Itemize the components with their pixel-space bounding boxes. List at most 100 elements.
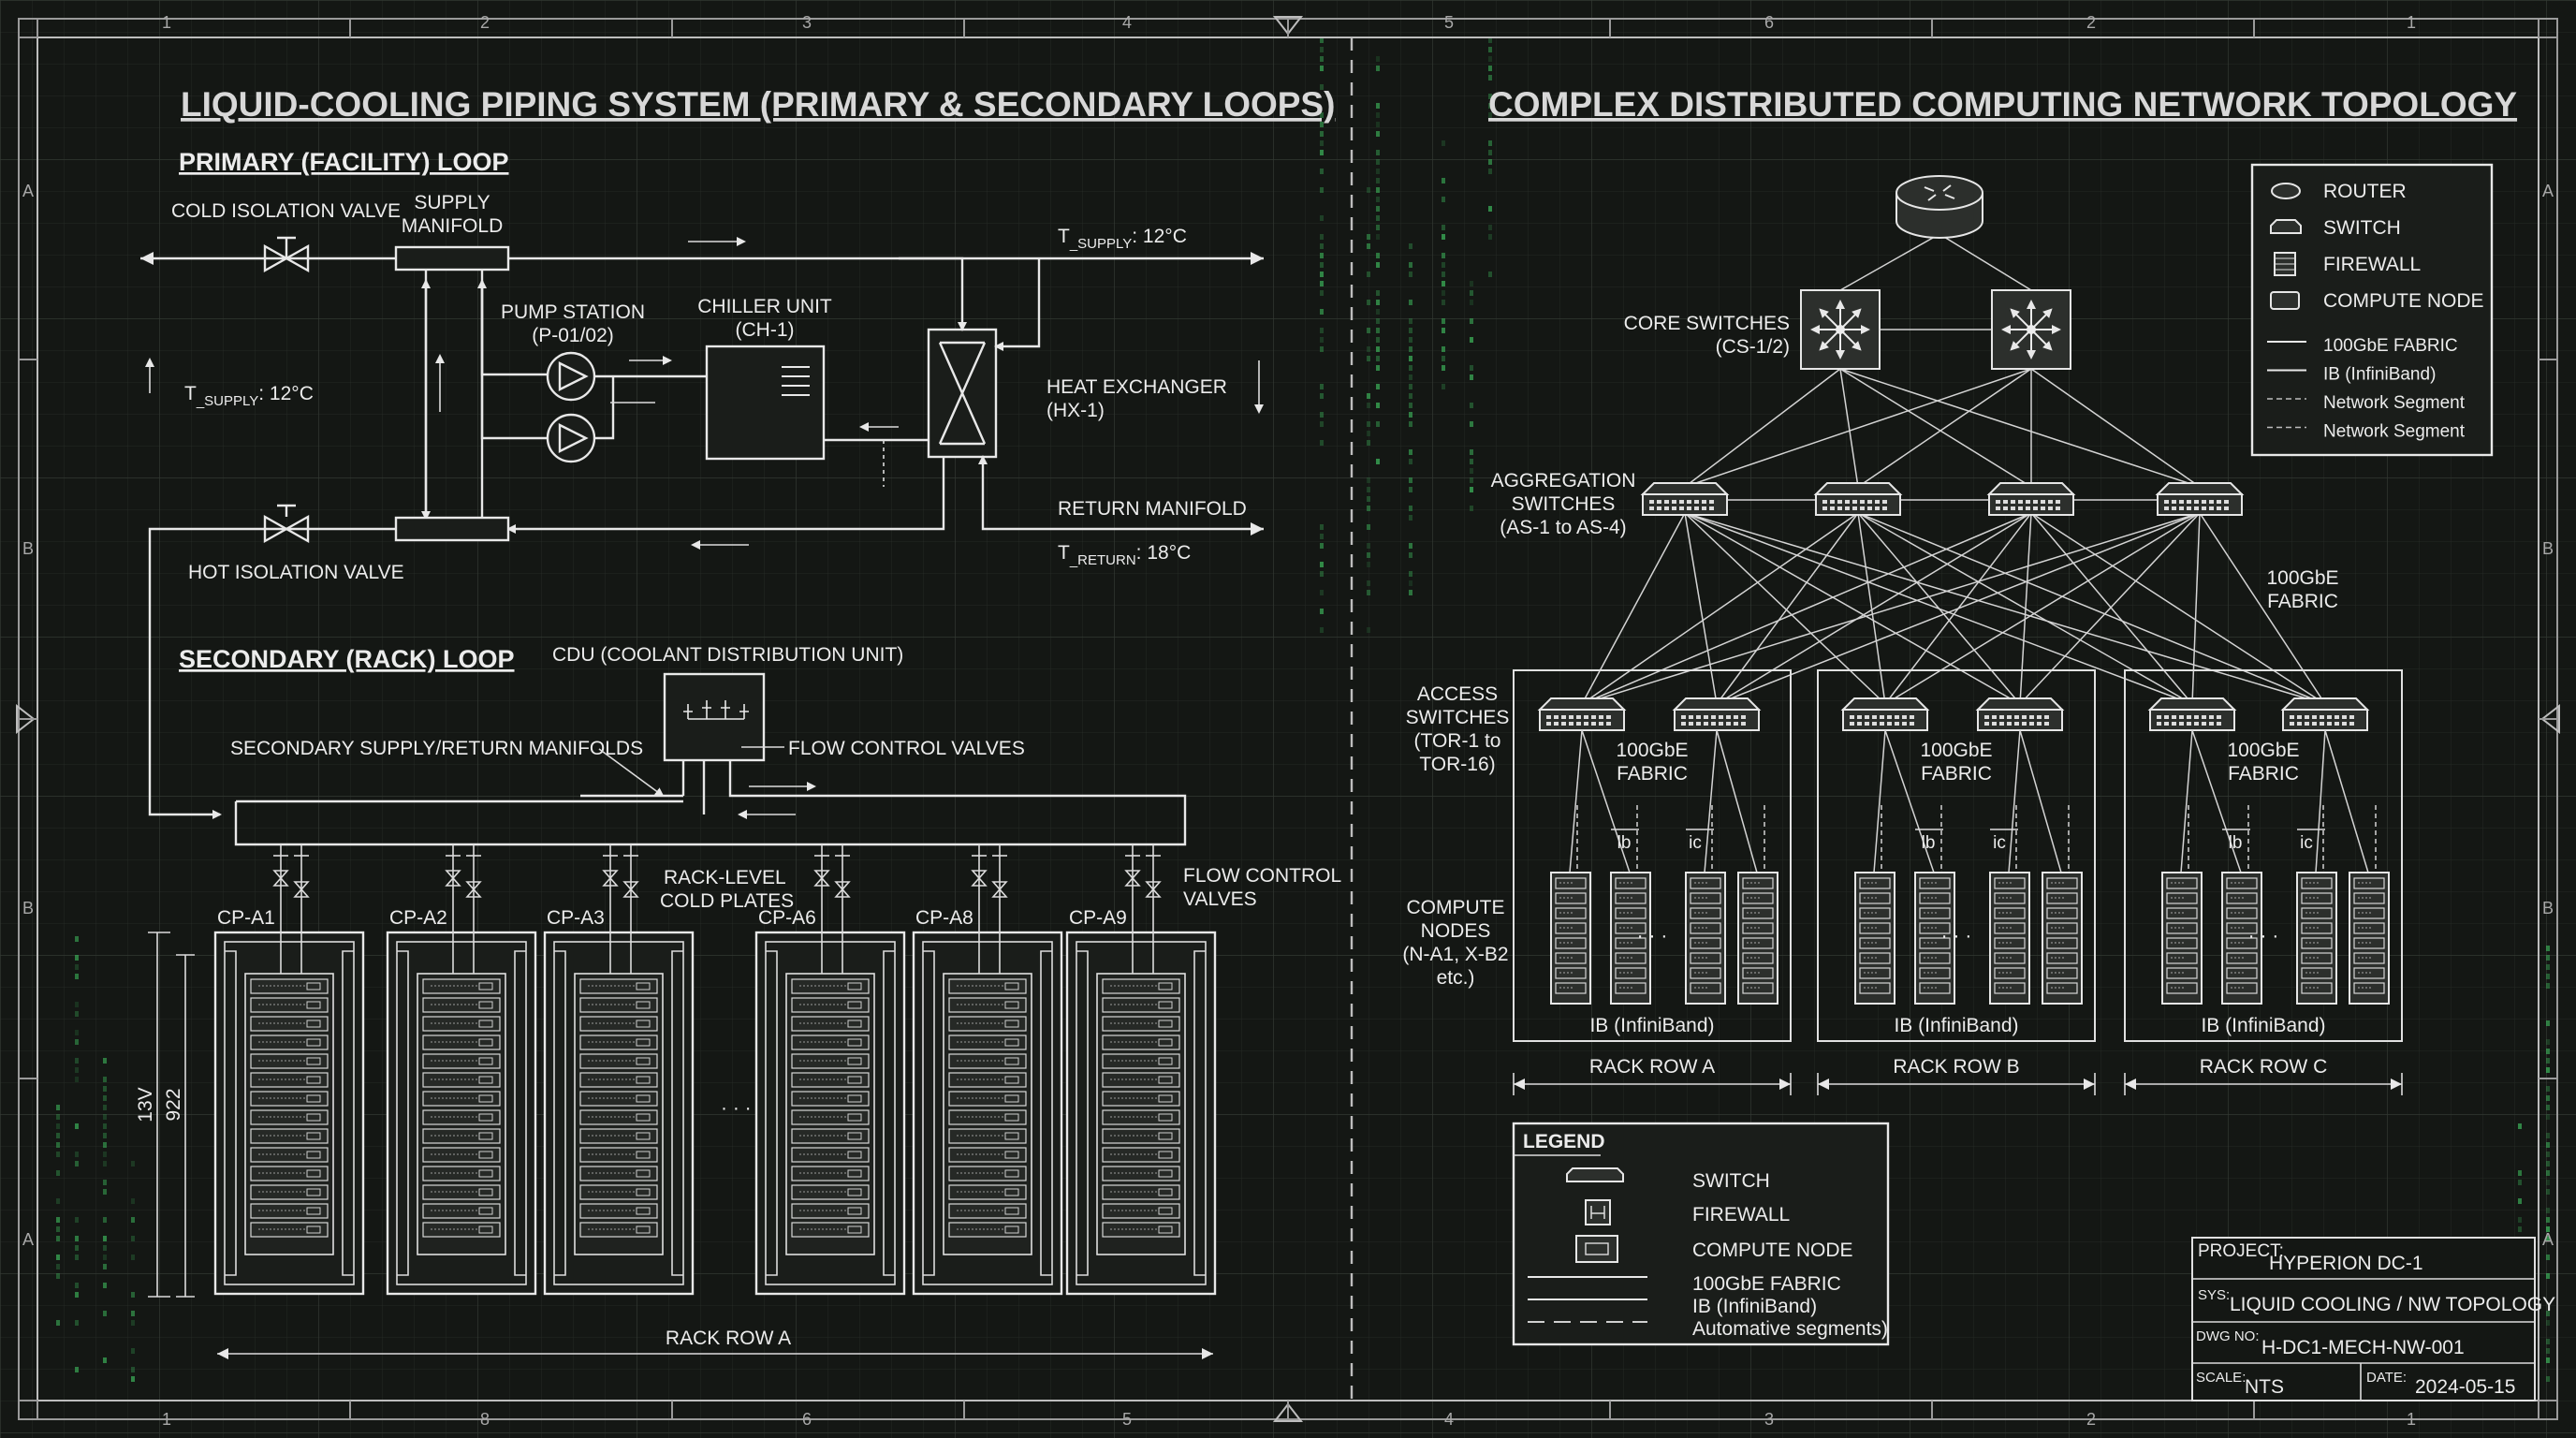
access-link [1873, 729, 1886, 873]
cooling-rack: CP-A6 [754, 844, 906, 1296]
rack-label: CP-A9 [1069, 907, 1127, 929]
compute-node-icon [1610, 872, 1651, 1005]
network-link [1839, 368, 1859, 488]
hot-valve-label: HOT ISOLATION VALVE [188, 562, 404, 583]
legend-label: IB (InfiniBand) [2323, 365, 2436, 385]
node-ellipsis: · · · [1637, 925, 1668, 946]
rack-label: CP-A1 [217, 907, 275, 929]
pod-ib-small: lb [1922, 833, 1936, 853]
title-block: PROJECT: HYPERION DC-1 SYS: LIQUID COOLI… [2191, 1237, 2555, 1401]
network-link [1857, 512, 2021, 705]
network-link [1684, 512, 1718, 705]
zone-label: 4 [1122, 13, 1132, 32]
access-link [2324, 729, 2369, 873]
zone-label: 2 [2086, 13, 2096, 32]
network-link [1716, 512, 2201, 705]
pod-fabric-label: FABRIC [2228, 763, 2299, 785]
rack-label: CP-A3 [547, 907, 605, 929]
pod-ib-small: ic [2300, 833, 2313, 853]
legend-label: SWITCH [1692, 1170, 1770, 1192]
pod-ib-small: ic [1689, 833, 1702, 853]
legend-label: COMPUTE NODE [2323, 290, 2484, 312]
access-link [2180, 729, 2193, 873]
dim-outer-label: 13V [135, 1087, 156, 1122]
pod-ib-small: ic [1993, 833, 2006, 853]
agg-label-2: SWITCHES [1512, 493, 1616, 515]
access-label-2: SWITCHES [1406, 707, 1510, 728]
router-icon [2271, 183, 2301, 199]
compute-node-icon [1737, 872, 1778, 1005]
network-link [1857, 512, 2326, 705]
tb-sys: LIQUID COOLING / NW TOPOLOGY [2230, 1294, 2555, 1315]
network-link [1884, 512, 2201, 705]
rack-label: CP-A6 [758, 907, 816, 929]
chiller-label-2: (CH-1) [736, 319, 795, 341]
compute-node-icon [2349, 872, 2390, 1005]
network-link [1839, 368, 2032, 488]
zone-label: A [2542, 1230, 2554, 1249]
network-link [2030, 512, 2193, 705]
access-link [1716, 729, 1758, 873]
switch-icon [1537, 697, 1627, 731]
compute-node-icon [1685, 872, 1726, 1005]
pod-ib-label: IB (InfiniBand) [2201, 1015, 2325, 1036]
rack-row-label: RACK ROW C [2200, 1056, 2328, 1078]
network-link [1581, 512, 2201, 705]
pod-ib-small: lb [2229, 833, 2243, 853]
switch-icon [2280, 697, 2370, 731]
rack-pod [2124, 669, 2403, 1042]
switch-icon [1640, 482, 1730, 516]
dim-inner-label: 922 [163, 1088, 184, 1121]
access-label-1: ACCESS [1417, 683, 1498, 705]
hot-isolation-valve-icon [263, 514, 310, 544]
network-link [2030, 368, 2201, 488]
rack-row-label: RACK ROW B [1893, 1056, 2019, 1078]
network-section: COMPLEX DISTRIBUTED COMPUTING NETWORK TO… [1402, 85, 2517, 1346]
switch-icon [1986, 482, 2076, 516]
legend-label: SWITCH [2323, 217, 2401, 239]
compute-label-1: COMPUTE [1407, 897, 1505, 918]
rack-row-label: RACK ROW A [666, 1328, 791, 1349]
rack-plates-label-2: COLD PLATES [660, 890, 794, 912]
zone-label: 1 [2407, 1410, 2416, 1429]
rack-label: CP-A2 [389, 907, 447, 929]
switch-icon [1566, 1167, 1624, 1182]
core-label-1: CORE SWITCHES [1624, 313, 1790, 334]
access-link [2315, 729, 2326, 873]
rack-pod [1513, 669, 1792, 1042]
heat-exchanger-icon [938, 341, 987, 446]
rack-ellipsis: · · · [721, 1097, 752, 1119]
compute-node-icon [2296, 872, 2337, 1005]
zone-label: B [22, 899, 34, 917]
fabric-side-label-1: 100GbE [2266, 567, 2338, 589]
legend-label: ROUTER [2323, 181, 2407, 202]
access-label-3: (TOR-1 to [1414, 730, 1501, 752]
access-link [1704, 729, 1718, 873]
secondary-manifolds-label: SECONDARY SUPPLY/RETURN MANIFOLDS [230, 738, 643, 759]
zone-label: A [22, 182, 34, 200]
rack-pods [1513, 669, 2403, 1042]
legend-label: Network Segment [2323, 422, 2466, 442]
zone-label: B [22, 539, 34, 558]
network-link [1716, 512, 1859, 705]
network-link [1857, 512, 1886, 705]
t-supply-right: T_SUPPLY: 12°C [1058, 226, 1187, 252]
pod-fabric-label: FABRIC [1921, 763, 1992, 785]
hx-label-1: HEAT EXCHANGER [1046, 376, 1227, 398]
network-link [1684, 512, 2021, 705]
cold-isolation-valve-icon [263, 243, 310, 273]
network-title: COMPLEX DISTRIBUTED COMPUTING NETWORK TO… [1488, 85, 2517, 124]
zone-label: A [2542, 182, 2554, 200]
node-ellipsis: · · · [2248, 925, 2279, 946]
network-link [1684, 512, 2326, 705]
legend-label: FIREWALL [2323, 254, 2421, 275]
network-link [1684, 512, 1886, 705]
tb-date-label: DATE: [2366, 1370, 2407, 1386]
t-return: T_RETURN: 18°C [1058, 542, 1191, 568]
compute-node-icon [2270, 291, 2300, 310]
cdu-unit [663, 672, 766, 762]
